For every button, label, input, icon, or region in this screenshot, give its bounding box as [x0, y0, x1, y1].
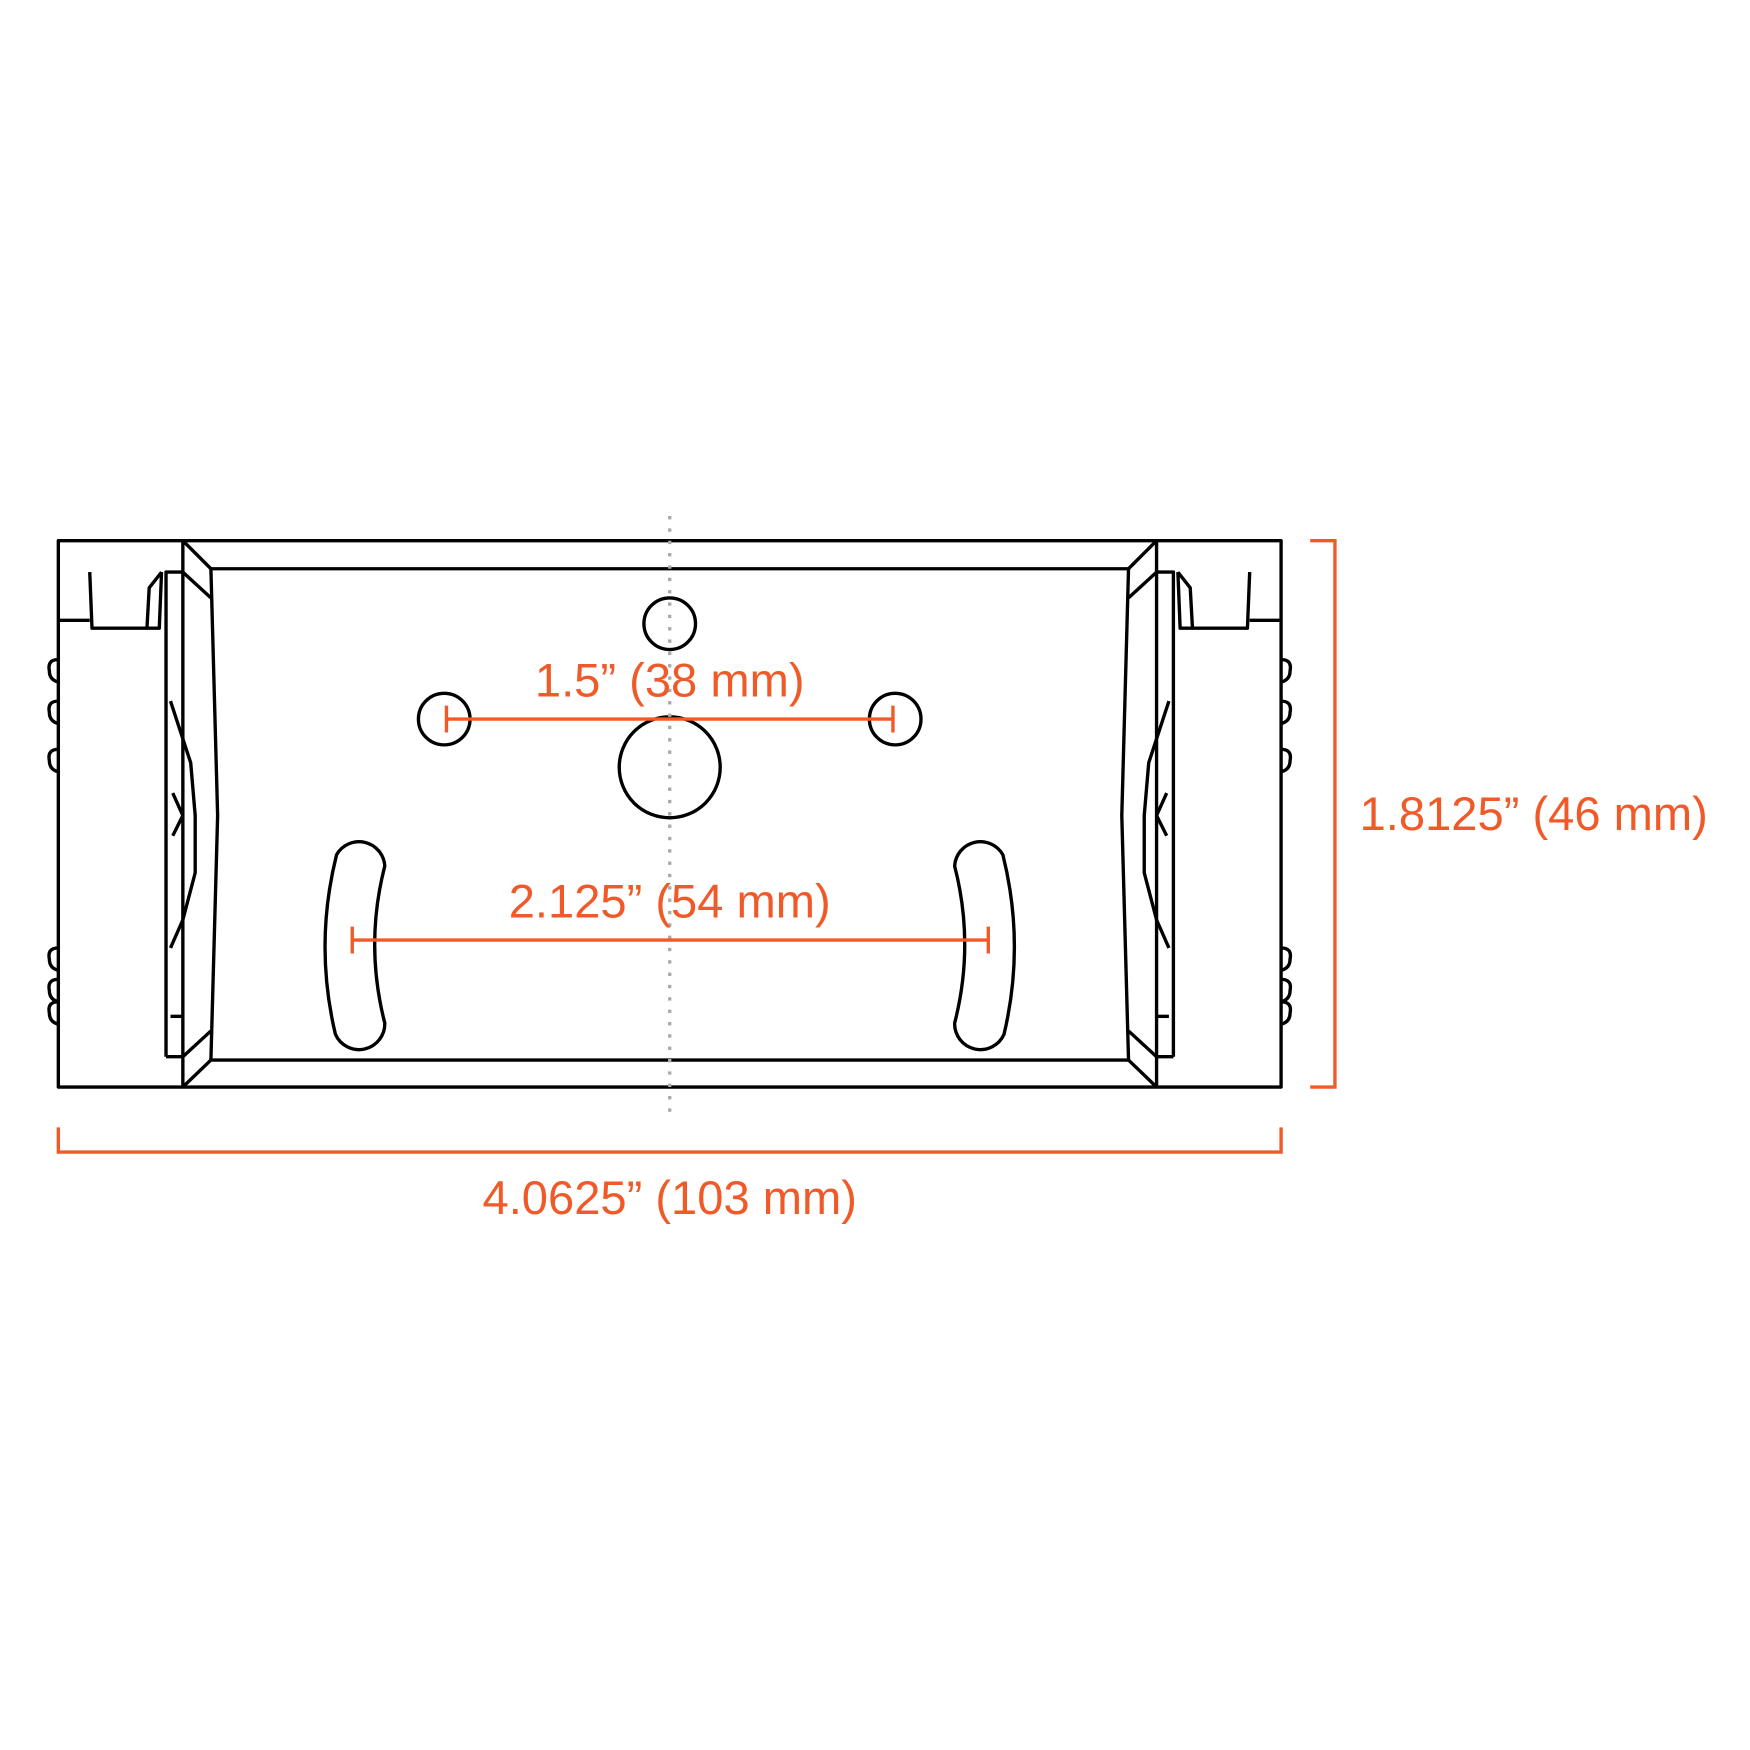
- height-label: 1.8125” (46 mm): [1360, 787, 1708, 840]
- right-slot: [952, 840, 1017, 1052]
- height-dimension-line: [1310, 539, 1337, 1089]
- width-label: 4.0625” (103 mm): [483, 1171, 857, 1224]
- slot-spacing-line: [350, 926, 990, 954]
- hole-spacing-label: 1.5” (38 mm): [535, 654, 805, 707]
- right-clip: [1142, 570, 1293, 1059]
- hole-spacing-line: [444, 705, 895, 733]
- left-slot: [323, 840, 387, 1052]
- slot-spacing-label: 2.125” (54 mm): [509, 875, 831, 928]
- dimension-lines: [56, 539, 1337, 1154]
- width-dimension-line: [56, 1127, 1283, 1154]
- left-clip: [47, 570, 197, 1059]
- top-hole: [642, 596, 698, 652]
